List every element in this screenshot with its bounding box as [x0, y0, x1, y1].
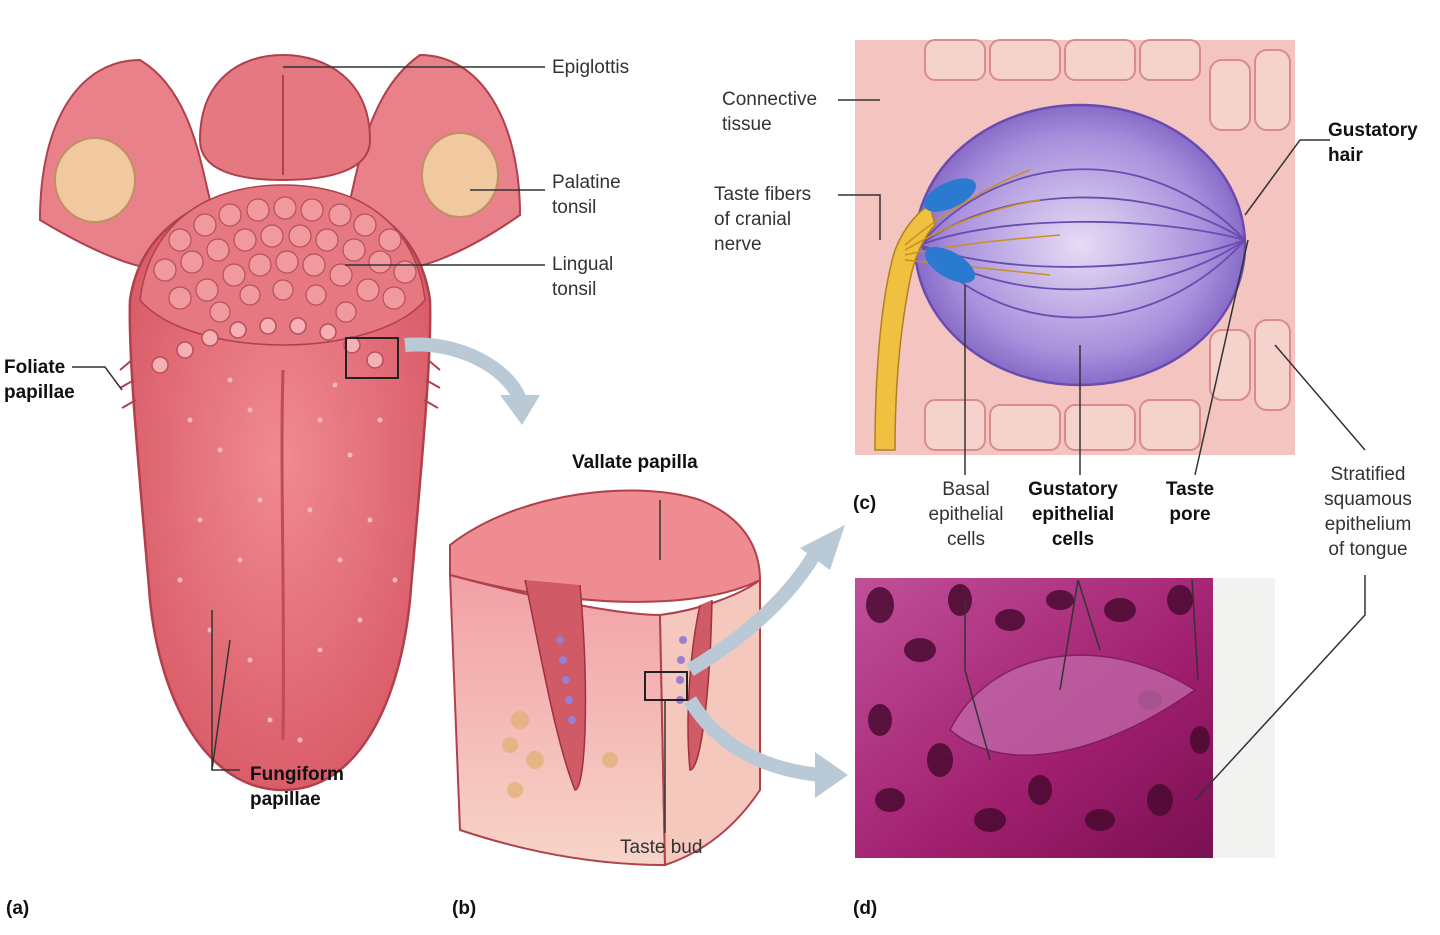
label-line: of tongue — [1328, 539, 1408, 560]
label-line: Gustatory — [1328, 120, 1418, 141]
basal-cell-upper — [924, 178, 976, 212]
label-epiglottis: Epiglottis — [552, 55, 629, 80]
label-line: of cranial — [714, 209, 792, 230]
label-line: Fungiform — [250, 764, 344, 785]
panel-label-c: (c) — [853, 493, 877, 514]
basal-cell-lower — [924, 247, 976, 283]
label-line: Taste — [1165, 479, 1215, 500]
label-basal-epithelial-cells: Basal epithelial cells — [922, 477, 1010, 552]
cranial-nerve — [874, 203, 936, 451]
label-line: Basal — [942, 479, 990, 500]
label-line: Taste bud — [620, 837, 703, 858]
block-zoom-box — [644, 671, 688, 701]
label-foliate-papillae: Foliate papillae — [4, 355, 75, 405]
tongue-drawing — [38, 53, 522, 792]
palatine-tonsil-right — [421, 132, 499, 218]
label-line: Foliate — [4, 357, 66, 378]
label-lingual-tonsil: Lingual tonsil — [552, 252, 613, 302]
micrograph-taste-bud — [949, 654, 1197, 756]
leader-lines — [72, 66, 1366, 801]
label-line: tissue — [722, 114, 772, 135]
taste-bud-drawing — [855, 39, 1295, 455]
label-line: Connective — [722, 89, 818, 110]
vallate-papilla-block — [448, 489, 762, 867]
label-line: papillae — [4, 382, 75, 403]
epiglottis-shape — [198, 53, 372, 182]
label-taste-fibers: Taste fibers of cranial nerve — [714, 182, 811, 257]
label-line: pore — [1169, 504, 1211, 525]
label-taste-bud: Taste bud — [620, 835, 702, 860]
label-line: Palatine — [552, 172, 621, 193]
label-line: Lingual — [552, 254, 614, 275]
micrograph — [855, 578, 1275, 858]
label-gustatory-hair: Gustatory hair — [1328, 118, 1418, 168]
label-line: tonsil — [552, 279, 597, 300]
label-stratified-squamous: Stratified squamous epithelium of tongue — [1310, 462, 1426, 562]
label-line: epithelium — [1324, 514, 1412, 535]
label-line: nerve — [714, 234, 762, 255]
arrow-block-to-micrograph — [683, 696, 821, 782]
panel-label-b: (b) — [452, 898, 477, 919]
label-line: Gustatory — [1028, 479, 1118, 500]
label-connective-tissue: Connective tissue — [722, 87, 817, 137]
label-line: Stratified — [1330, 464, 1406, 485]
label-line: Vallate papilla — [572, 452, 698, 473]
label-line: Epiglottis — [552, 57, 630, 78]
label-line: hair — [1328, 145, 1363, 166]
label-line: Taste fibers — [714, 184, 812, 205]
label-fungiform-papillae: Fungiform papillae — [250, 762, 344, 812]
tongue-zoom-box — [345, 337, 399, 379]
label-line: cells — [946, 529, 985, 550]
label-vallate-papilla: Vallate papilla — [572, 450, 698, 475]
label-line: papillae — [250, 789, 321, 810]
label-line: epithelial — [1031, 504, 1115, 525]
label-line: cells — [1051, 529, 1095, 550]
label-palatine-tonsil: Palatine tonsil — [552, 170, 621, 220]
palatine-tonsil-left — [54, 137, 136, 223]
label-line: squamous — [1324, 489, 1412, 510]
label-line: epithelial — [928, 504, 1004, 525]
label-gustatory-epithelial-cells: Gustatory epithelial cells — [1012, 477, 1134, 552]
panel-label-d: (d) — [853, 898, 878, 919]
arrow-tongue-to-block — [404, 337, 527, 403]
panel-label-a: (a) — [6, 898, 30, 919]
label-line: tonsil — [552, 197, 597, 218]
label-taste-pore: Taste pore — [1152, 477, 1228, 527]
block-top — [449, 489, 762, 603]
arrow-block-to-drawing — [686, 541, 827, 677]
